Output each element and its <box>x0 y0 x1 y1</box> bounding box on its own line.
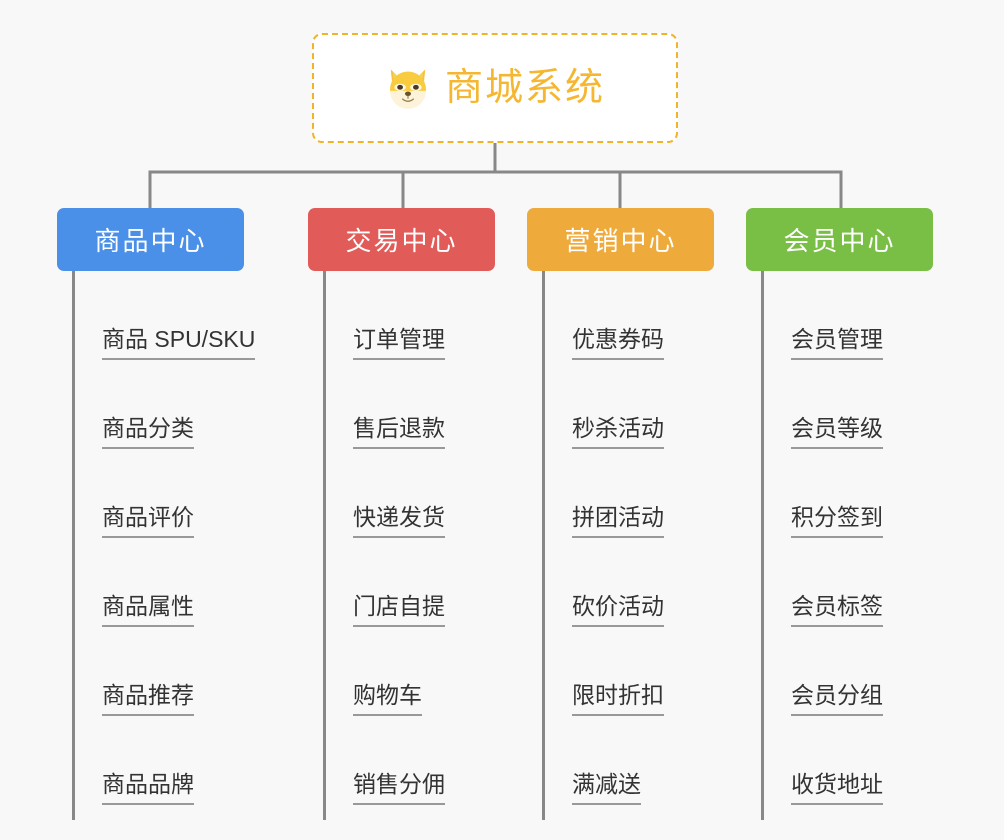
leaf-item[interactable]: 商品 SPU/SKU <box>72 271 256 360</box>
leaf-label: 积分签到 <box>791 504 883 538</box>
leaf-item[interactable]: 秒杀活动 <box>542 360 664 449</box>
branch-items-1: 商品 SPU/SKU 商品分类 商品评价 商品属性 商品推荐 商品品牌 <box>72 271 256 805</box>
leaf-item[interactable]: 订单管理 <box>323 271 445 360</box>
leaf-item[interactable]: 会员等级 <box>761 360 883 449</box>
leaf-label: 快递发货 <box>353 504 445 538</box>
leaf-item[interactable]: 商品品牌 <box>72 716 255 805</box>
shiba-dog-icon <box>385 65 431 111</box>
leaf-item[interactable]: 商品评价 <box>72 449 255 538</box>
leaf-label: 购物车 <box>353 682 422 716</box>
leaf-label: 会员标签 <box>791 593 883 627</box>
branch-title-4: 会员中心 <box>783 226 896 256</box>
leaf-item[interactable]: 售后退款 <box>323 360 445 449</box>
leaf-label: 秒杀活动 <box>572 415 664 449</box>
leaf-label: 售后退款 <box>353 415 445 449</box>
leaf-label: 收货地址 <box>791 771 883 805</box>
branch-header-3[interactable]: 营销中心 <box>527 208 714 271</box>
leaf-label: 商品 SPU/SKU <box>102 326 256 360</box>
branch-title-1: 商品中心 <box>94 226 207 256</box>
branch-stem-2 <box>323 271 326 820</box>
branch-header-2[interactable]: 交易中心 <box>308 208 495 271</box>
leaf-item[interactable]: 收货地址 <box>761 716 883 805</box>
leaf-label: 优惠券码 <box>572 326 664 360</box>
leaf-item[interactable]: 购物车 <box>323 627 445 716</box>
leaf-item[interactable]: 限时折扣 <box>542 627 664 716</box>
branch-stem-4 <box>761 271 764 820</box>
leaf-label: 会员分组 <box>791 682 883 716</box>
leaf-item[interactable]: 商品分类 <box>72 360 255 449</box>
leaf-item[interactable]: 门店自提 <box>323 538 445 627</box>
leaf-item[interactable]: 会员标签 <box>761 538 883 627</box>
branch-items-2: 订单管理 售后退款 快递发货 门店自提 购物车 销售分佣 <box>323 271 445 805</box>
leaf-label: 商品分类 <box>102 415 194 449</box>
leaf-label: 满减送 <box>572 771 641 805</box>
root-node[interactable]: 商城系统 <box>312 33 678 143</box>
leaf-label: 商品推荐 <box>102 682 194 716</box>
leaf-item[interactable]: 销售分佣 <box>323 716 445 805</box>
leaf-label: 商品品牌 <box>102 771 194 805</box>
leaf-item[interactable]: 砍价活动 <box>542 538 664 627</box>
leaf-item[interactable]: 会员分组 <box>761 627 883 716</box>
leaf-label: 限时折扣 <box>572 682 664 716</box>
leaf-item[interactable]: 商品推荐 <box>72 627 255 716</box>
leaf-item[interactable]: 优惠券码 <box>542 271 664 360</box>
leaf-label: 会员等级 <box>791 415 883 449</box>
leaf-item[interactable]: 商品属性 <box>72 538 255 627</box>
leaf-item[interactable]: 拼团活动 <box>542 449 664 538</box>
leaf-item[interactable]: 积分签到 <box>761 449 883 538</box>
leaf-item[interactable]: 快递发货 <box>323 449 445 538</box>
branch-title-3: 营销中心 <box>564 226 677 256</box>
branch-title-2: 交易中心 <box>345 226 458 256</box>
leaf-label: 砍价活动 <box>572 593 664 627</box>
leaf-label: 门店自提 <box>353 593 445 627</box>
branch-items-3: 优惠券码 秒杀活动 拼团活动 砍价活动 限时折扣 满减送 <box>542 271 664 805</box>
branch-stem-1 <box>72 271 75 820</box>
leaf-label: 商品评价 <box>102 504 194 538</box>
branch-header-1[interactable]: 商品中心 <box>57 208 244 271</box>
branch-items-4: 会员管理 会员等级 积分签到 会员标签 会员分组 收货地址 <box>761 271 883 805</box>
branch-stem-3 <box>542 271 545 820</box>
leaf-item[interactable]: 满减送 <box>542 716 664 805</box>
leaf-label: 销售分佣 <box>353 771 445 805</box>
leaf-label: 会员管理 <box>791 326 883 360</box>
leaf-item[interactable]: 会员管理 <box>761 271 883 360</box>
leaf-label: 订单管理 <box>353 326 445 360</box>
leaf-label: 商品属性 <box>102 593 194 627</box>
root-title: 商城系统 <box>444 67 605 109</box>
leaf-label: 拼团活动 <box>572 504 664 538</box>
branch-header-4[interactable]: 会员中心 <box>746 208 933 271</box>
